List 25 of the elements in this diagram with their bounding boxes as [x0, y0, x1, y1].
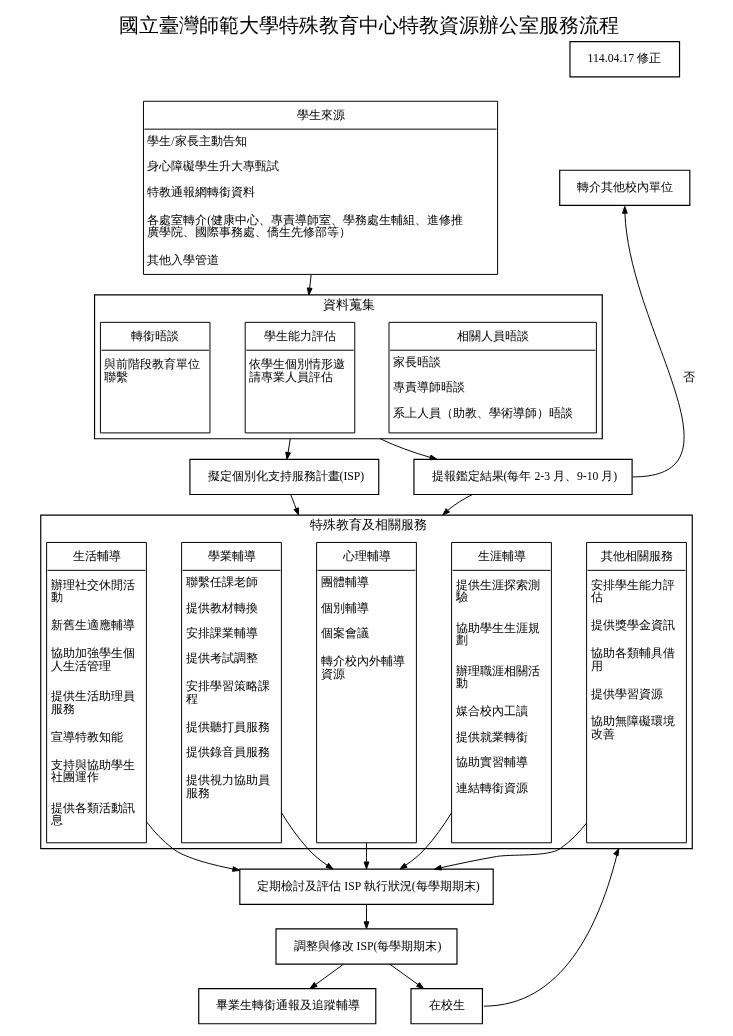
- node-box: 畢業生轉銜通報及追蹤輔導: [198, 987, 377, 1025]
- arrow: [146, 821, 241, 872]
- arrow: [285, 438, 291, 460]
- diagram-title: 國立臺灣師範大學特殊教育中心特教資源辦公室服務流程: [118, 14, 619, 36]
- node-box: 114.04.17 修正: [569, 41, 681, 78]
- arrow: [309, 963, 345, 989]
- node-box: 轉介其他校內單位: [559, 169, 691, 207]
- arrow: [290, 494, 300, 516]
- node-box: 提報鑑定結果(每年 2-3 月、9-10 月): [413, 458, 633, 496]
- node-box: 擬定個別化支持服務計畫(ISP): [189, 458, 380, 496]
- edge-label: 否: [683, 370, 696, 384]
- arrow: [399, 812, 453, 870]
- arrow: [442, 494, 473, 516]
- node-box: 調整與修改 ISP(每學期期末): [275, 928, 458, 965]
- arrow: [379, 438, 438, 461]
- arrow: [363, 842, 370, 870]
- arrow: [363, 904, 370, 930]
- arrow: [306, 274, 313, 296]
- arrow: [433, 822, 587, 871]
- arrow: [280, 812, 334, 870]
- node-box: 在校生: [410, 987, 483, 1025]
- arrow: [622, 205, 685, 478]
- node-box: 定期檢討及評估 ISP 執行狀況(每學期期末): [239, 868, 494, 905]
- arrow: [483, 848, 620, 1007]
- arrow: [389, 963, 425, 989]
